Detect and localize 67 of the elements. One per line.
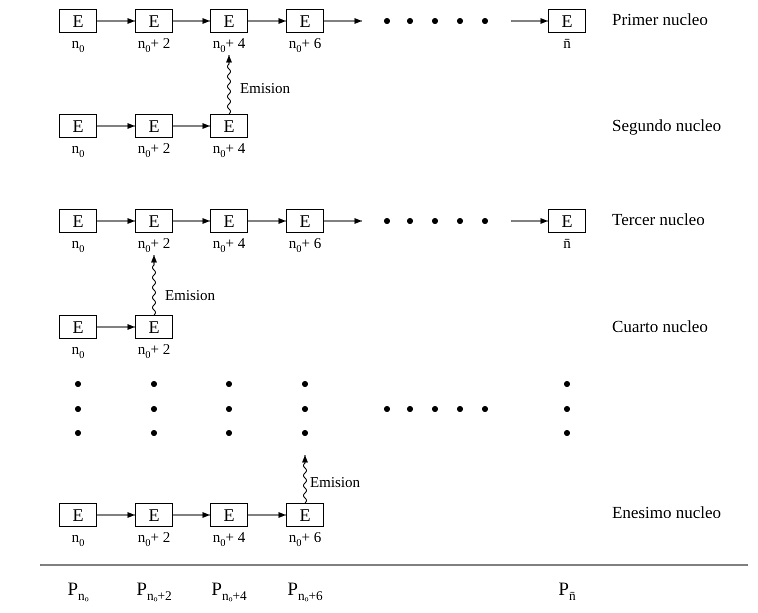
level-index-label: n$_{0}$+ 4 [212, 36, 246, 57]
energy-level-box: E [59, 9, 97, 33]
arrow [173, 18, 210, 24]
arrow [97, 218, 135, 224]
probability-label: P$_{nₒ}$ [67, 579, 89, 605]
row-label: Segundo nucleo [612, 116, 722, 136]
arrow [248, 18, 286, 24]
energy-level-box: E [135, 9, 173, 33]
level-index-label: n$_{0}$ [72, 141, 84, 162]
energy-level-box: E [548, 9, 586, 33]
energy-level-box: E [286, 209, 324, 233]
energy-level-box: E [59, 114, 97, 138]
level-index-label: n$_{0}$+ 2 [138, 530, 170, 551]
wavy-arrow [226, 55, 232, 114]
level-index-label: n$_{0}$+ 2 [138, 36, 170, 57]
level-index-label: n$_{0}$+ 4 [212, 141, 246, 162]
energy-level-box: E [135, 315, 173, 339]
level-index-label: n$_{0}$ [72, 36, 84, 57]
arrow [173, 122, 210, 130]
energy-level-box: E [210, 114, 248, 138]
probability-label: P$_{nₒ+4}$ [211, 579, 247, 605]
arrow [511, 218, 548, 224]
arrow [324, 18, 362, 24]
row-label: Cuarto nucleo [612, 317, 708, 337]
row-label: Tercer nucleo [612, 210, 705, 230]
arrow [97, 324, 135, 330]
level-index-label: n$_{0}$ [72, 236, 84, 257]
level-index-label: n̄ [563, 236, 571, 252]
arrow [173, 512, 210, 518]
energy-level-box: E [286, 503, 324, 527]
arrow [97, 122, 135, 130]
energy-level-box: E [548, 209, 586, 233]
probability-label: P$_{n̄}$ [558, 579, 576, 605]
row-label: Primer nucleo [612, 10, 708, 30]
probability-label: P$_{nₒ+6}$ [287, 579, 323, 605]
level-index-label: n$_{0}$ [72, 530, 84, 551]
wavy-arrow [150, 255, 158, 316]
level-index-label: n$_{0}$+ 2 [138, 141, 170, 162]
arrow [511, 18, 548, 24]
energy-level-box: E [135, 503, 173, 527]
energy-level-box: E [210, 503, 248, 527]
level-index-label: n̄ [563, 36, 571, 52]
arrow [97, 18, 135, 24]
energy-level-box: E [286, 9, 324, 33]
energy-level-box: E [135, 209, 173, 233]
energy-level-box: E [59, 503, 97, 527]
level-index-label: n$_{0}$+ 4 [212, 530, 246, 551]
arrow [97, 512, 135, 518]
energy-level-box: E [210, 9, 248, 33]
arrow [248, 512, 286, 518]
level-index-label: n$_{0}$+ 4 [212, 236, 246, 257]
arrow [324, 218, 362, 224]
energy-level-box: E [210, 209, 248, 233]
wavy-arrow [302, 455, 308, 504]
probability-label: P$_{nₒ+2}$ [136, 579, 172, 605]
row-label: Enesimo nucleo [612, 503, 722, 523]
arrow [248, 218, 286, 224]
energy-level-box: E [59, 315, 97, 339]
energy-level-box: E [59, 209, 97, 233]
level-index-label: n$_{0}$ [72, 342, 84, 363]
energy-level-box: E [135, 114, 173, 138]
arrow [173, 218, 210, 224]
level-index-label: n$_{0}$+ 2 [138, 236, 170, 257]
level-index-label: n$_{0}$+ 6 [288, 36, 322, 57]
level-index-label: n$_{0}$+ 2 [138, 342, 170, 363]
level-index-label: n$_{0}$+ 6 [288, 530, 322, 551]
level-index-label: n$_{0}$+ 6 [288, 236, 322, 257]
